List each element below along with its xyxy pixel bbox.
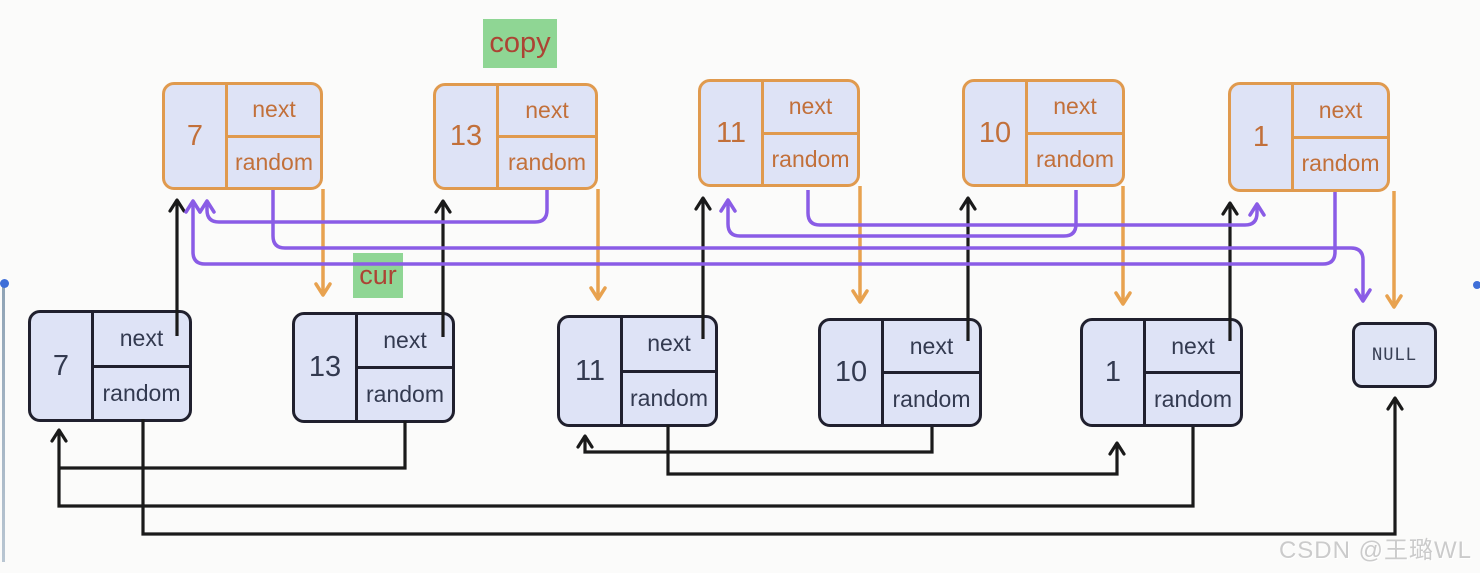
node-value: 7 — [165, 85, 228, 187]
right-handle-dot — [1473, 281, 1480, 289]
edge-orig10-random-to-orig11 — [576, 427, 934, 454]
edge-copy7-random-to-null — [271, 190, 1372, 303]
copy-node-13: 13 next random — [433, 83, 598, 190]
random-field-label: random — [508, 149, 586, 175]
edge-orig1-random-to-orig7 — [50, 427, 1195, 508]
csdn-watermark: CSDN @王璐WL — [1278, 537, 1472, 564]
random-field-label: random — [1154, 385, 1232, 412]
copy-node-1: 1 next random — [1228, 82, 1390, 192]
edge-copy13-random-to-copy7 — [198, 190, 549, 224]
random-field-label: random — [892, 385, 971, 412]
next-field-label: next — [228, 85, 320, 138]
next-field-label: next — [623, 318, 715, 373]
random-field-label: random — [1301, 150, 1380, 177]
orig-node-10: 10 next random — [818, 318, 982, 427]
orig-node-7: 7 next random — [28, 310, 192, 422]
node-value: 13 — [295, 315, 358, 420]
copy-label: copy — [483, 19, 557, 68]
next-field-label: next — [358, 315, 452, 369]
random-field-label: random — [1036, 145, 1114, 172]
random-field-label: random — [771, 145, 850, 172]
next-field-label: next — [764, 82, 857, 135]
next-field-label: next — [94, 313, 189, 368]
copy-node-11: 11 next random — [698, 79, 860, 187]
copy-node-7: 7 next random — [162, 82, 323, 190]
node-value: 1 — [1083, 321, 1146, 424]
next-field-label: next — [1028, 82, 1122, 135]
node-value: 7 — [31, 313, 94, 419]
node-value: 13 — [436, 86, 499, 187]
edge-copy10-random-to-copy11 — [719, 190, 1078, 238]
copy-node-10: 10 next random — [962, 79, 1125, 187]
left-handle-dot — [0, 279, 9, 288]
next-field-label: next — [1146, 321, 1240, 374]
copy-next-edges — [314, 186, 1403, 309]
next-field-label: next — [884, 321, 979, 374]
orig-node-11: 11 next random — [557, 315, 718, 427]
node-value: 10 — [965, 82, 1028, 184]
node-value: 11 — [560, 318, 623, 424]
canvas-left-edge-line — [2, 283, 5, 562]
node-value: 10 — [821, 321, 884, 424]
cur-label: cur — [353, 253, 403, 298]
edge-copy11-random-to-copy1 — [806, 190, 1266, 227]
orig-node-13: 13 next random — [292, 312, 455, 423]
edge-orig13-random-to-orig7 — [59, 421, 407, 470]
next-field-label: next — [1294, 85, 1387, 139]
random-field-label: random — [102, 379, 181, 406]
next-field-label: next — [499, 86, 595, 138]
random-field-label: random — [235, 148, 313, 175]
node-value: 11 — [701, 82, 764, 184]
random-field-label: random — [366, 381, 444, 407]
random-field-label: random — [630, 384, 708, 411]
orig-node-1: 1 next random — [1080, 318, 1243, 427]
edge-orig11-random-to-orig1 — [666, 425, 1126, 476]
null-box: NULL — [1352, 322, 1437, 388]
node-value: 1 — [1231, 85, 1294, 189]
